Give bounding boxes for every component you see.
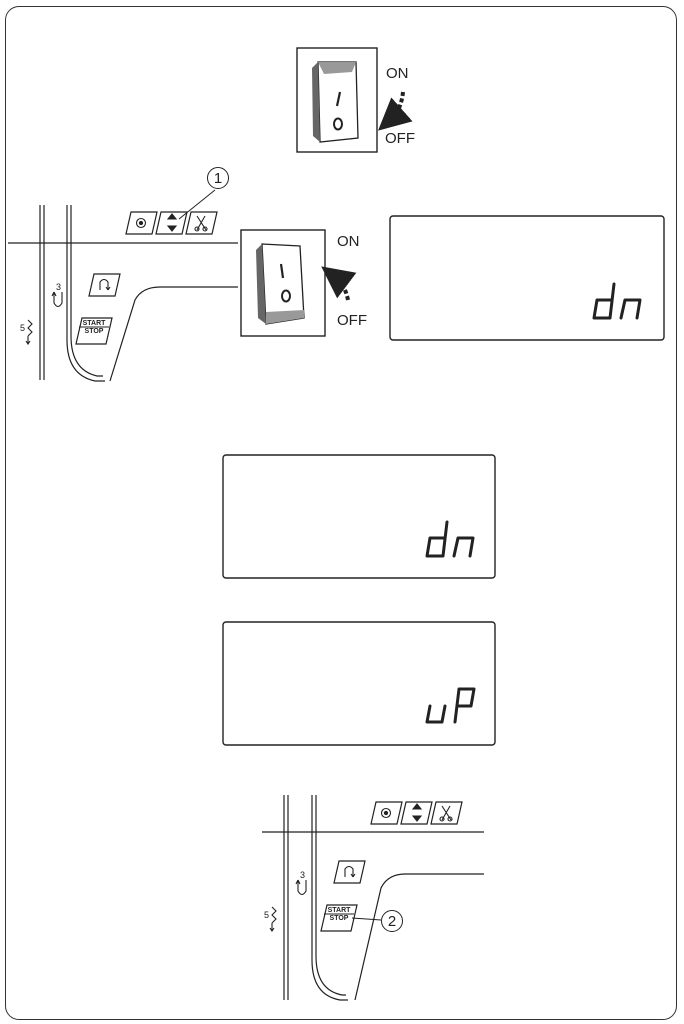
- lcd-text-3: [425, 687, 476, 724]
- switch-mid-on-label: ON: [337, 233, 360, 250]
- lcd-text-1: [592, 282, 642, 320]
- start-label: START: [82, 320, 106, 327]
- power-switch-on-icon: [240, 229, 326, 337]
- start-stop-button-bottom[interactable]: START STOP: [324, 907, 354, 923]
- callout-1-leader: [178, 189, 216, 220]
- needle-stop-icon: [380, 807, 392, 819]
- power-switch-off-icon: [296, 47, 378, 153]
- callout-1: 1: [207, 167, 229, 189]
- reverse-stitch-icon: [344, 865, 356, 878]
- needle-stop-icon: [135, 217, 147, 229]
- needle-up-down-icon: [166, 213, 178, 232]
- lcd-display-3: [222, 621, 496, 746]
- pattern-zigzag-icon: [269, 906, 277, 932]
- callout-2: 2: [381, 910, 403, 932]
- arrow-to-on-icon: [321, 266, 357, 301]
- start-label: START: [327, 907, 351, 914]
- panel-top-icons: [25, 213, 208, 345]
- stop-label: STOP: [84, 328, 104, 335]
- lcd-display-2: [222, 454, 496, 579]
- lockstitch-icon: [51, 291, 63, 308]
- switch-top-off-label: OFF: [385, 130, 415, 147]
- panel-top-number-5: 5: [20, 323, 26, 333]
- stop-label: STOP: [329, 915, 349, 922]
- panel-bottom-number-5: 5: [264, 910, 270, 920]
- switch-mid-off-label: OFF: [337, 312, 367, 329]
- machine-panel-bottom: [262, 795, 484, 1001]
- needle-up-down-icon: [411, 803, 423, 822]
- arrow-to-off-icon: [378, 91, 413, 131]
- switch-top-on-label: ON: [386, 65, 409, 82]
- start-stop-button-top[interactable]: START STOP: [79, 320, 109, 336]
- machine-panel-top: [8, 205, 238, 382]
- callout-2-leader: [351, 917, 382, 921]
- lockstitch-icon: [295, 879, 307, 896]
- panel-top-number-3: 3: [56, 282, 62, 292]
- lcd-display-1: [389, 215, 665, 341]
- reverse-stitch-icon: [99, 278, 111, 291]
- panel-bottom-icons: [269, 803, 453, 932]
- panel-bottom-number-3: 3: [300, 870, 306, 880]
- pattern-zigzag-icon: [25, 319, 33, 345]
- lcd-text-2: [425, 520, 475, 558]
- page-frame: [5, 6, 677, 1020]
